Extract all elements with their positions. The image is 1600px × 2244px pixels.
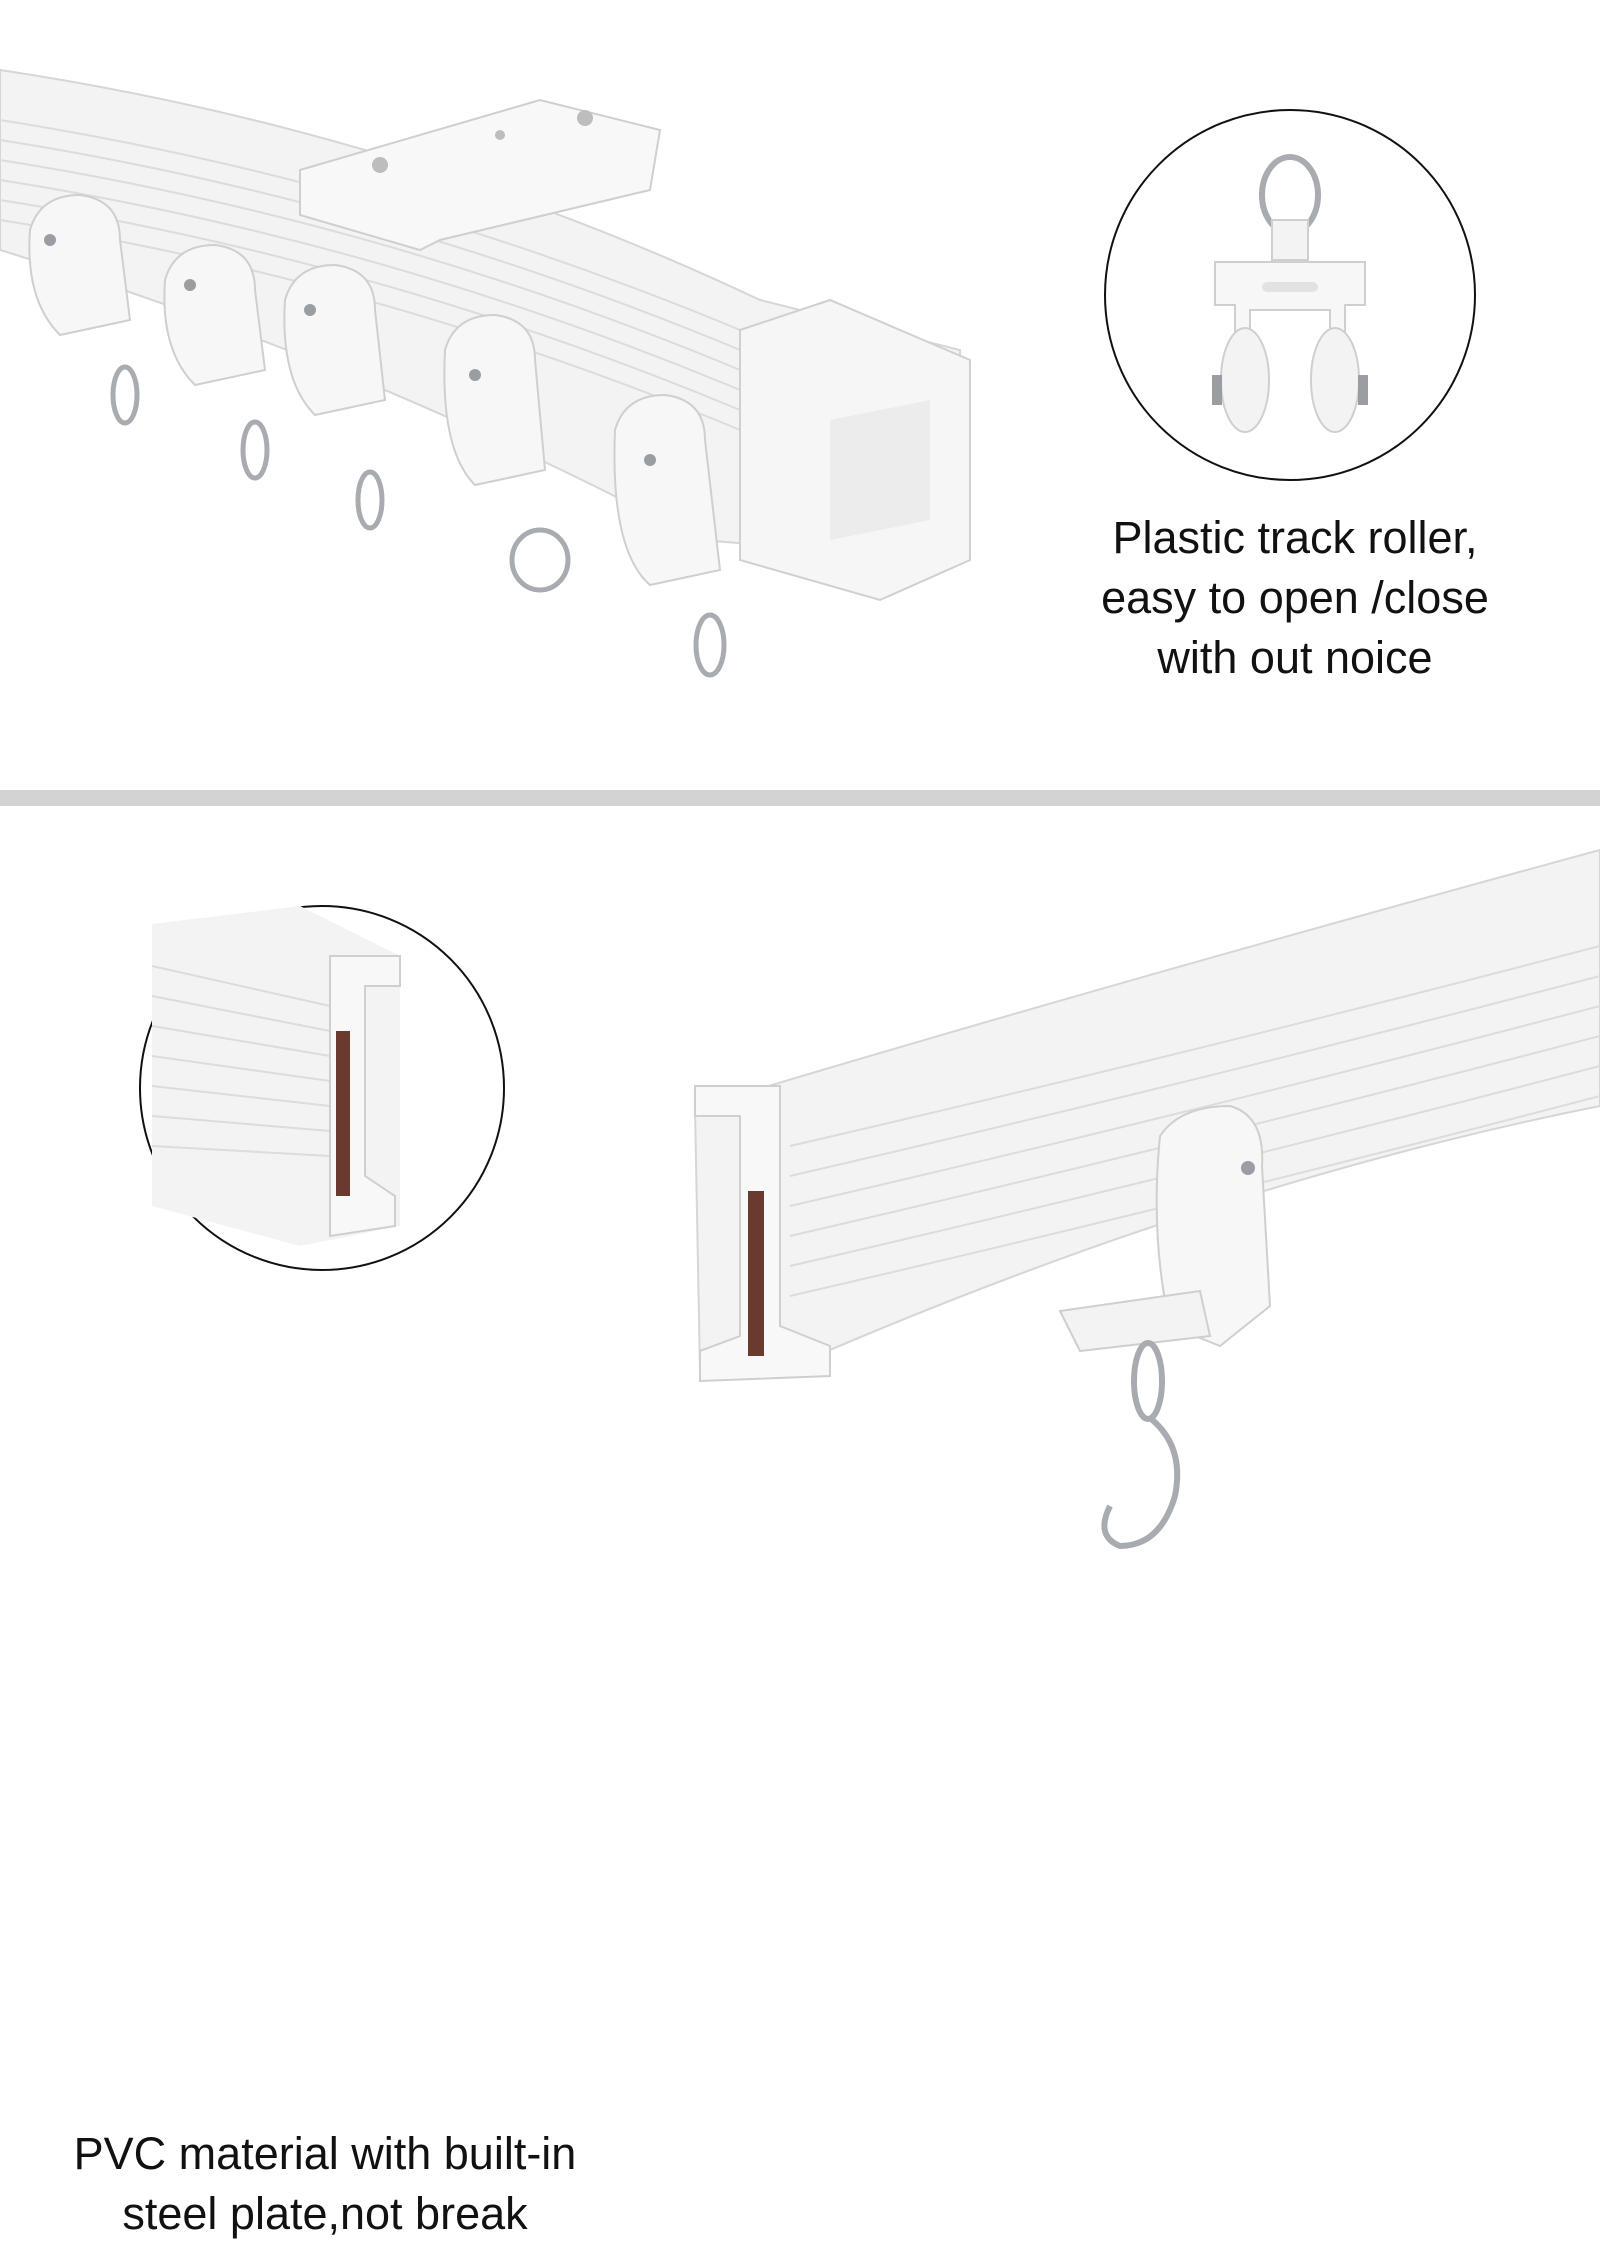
caption-line: easy to open /close	[1101, 572, 1489, 623]
caption-line: Plastic track roller,	[1112, 512, 1478, 563]
curtain-track-with-rollers-image	[0, 68, 1476, 678]
roller-caption: Plastic track roller, easy to open /clos…	[1055, 508, 1535, 688]
caption-line: PVC material with built-in	[73, 2128, 577, 2179]
caption-line: with out noice	[1157, 632, 1433, 683]
feature-panel-roller: Plastic track roller, easy to open /clos…	[0, 0, 1600, 790]
pvc-track-profile-image	[139, 848, 1600, 1550]
feature-panel-material: PVC material with built-in steel plate,n…	[0, 806, 1600, 2239]
section-divider	[0, 790, 1600, 806]
caption-line: steel plate,not break	[122, 2188, 528, 2239]
material-caption: PVC material with built-in steel plate,n…	[20, 2124, 630, 2244]
